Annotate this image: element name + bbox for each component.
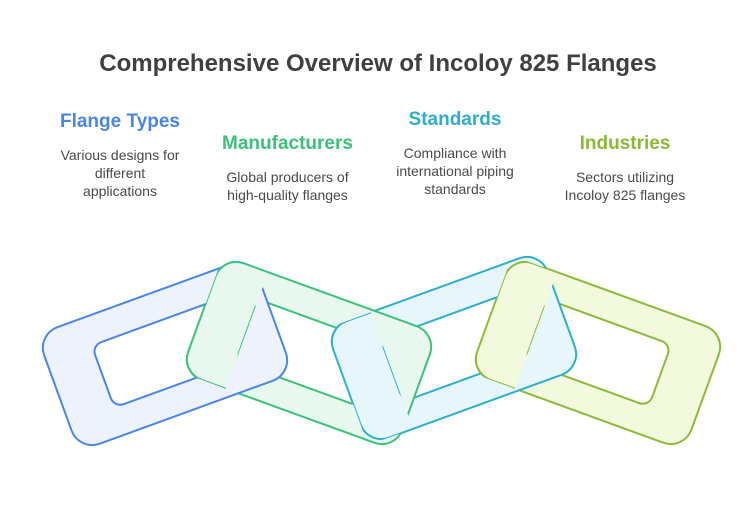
industries-description: Sectors utilizing Incoloy 825 flanges (564, 169, 686, 203)
flange-types-heading: Flange Types (59, 111, 180, 132)
flange-types-description: Various designs for different applicatio… (60, 147, 180, 199)
manufacturers-heading: Manufacturers (222, 133, 353, 154)
standards-description: Compliance with international piping sta… (396, 145, 514, 197)
standards-heading: Standards (408, 109, 502, 130)
standards-block: Standards Compliance with international … (370, 108, 540, 198)
manufacturers-block: Manufacturers Global producers of high-q… (205, 132, 370, 204)
industries-heading: Industries (579, 133, 671, 154)
manufacturers-description: Global producers of high-quality flanges (226, 169, 349, 203)
industries-block: Industries Sectors utilizing Incoloy 825… (540, 132, 710, 204)
diagram-title: Comprehensive Overview of Incoloy 825 Fl… (99, 50, 657, 77)
flange-types-block: Flange Types Various designs for differe… (35, 110, 205, 200)
